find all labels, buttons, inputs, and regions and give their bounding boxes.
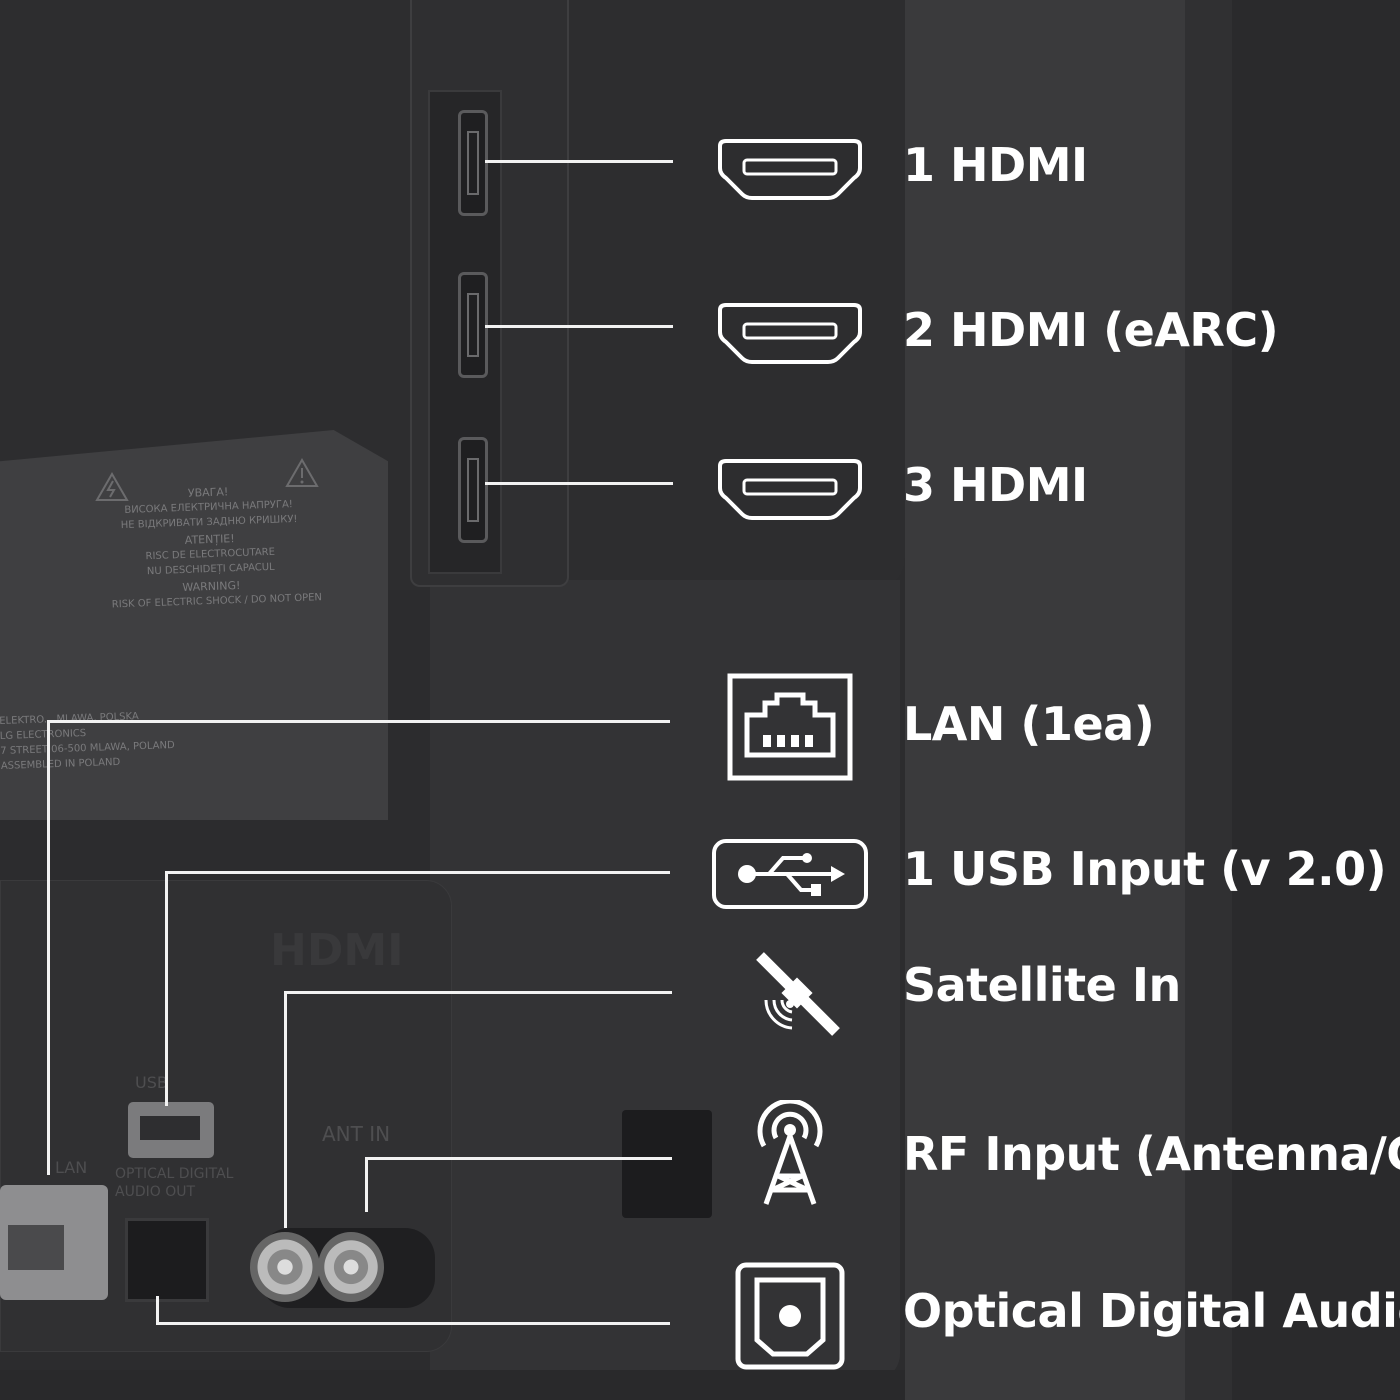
hdmi3-label: 3 HDMI [903,458,1088,512]
usb-jack [128,1102,214,1158]
usb-callout-v [165,871,168,1106]
usb-jack-opening [140,1116,200,1140]
hdmi-port-3 [458,437,488,543]
hdmi1-callout [485,160,673,163]
side-panel [905,0,1185,1400]
satellite-jack [250,1232,320,1302]
usb-silkscreen: USB [135,1073,168,1092]
antenna-tower-icon [752,1098,828,1214]
lan-jack [0,1185,108,1300]
optical-label: Optical Digital Audio O [903,1284,1400,1338]
rf-label: RF Input (Antenna/Cab [903,1127,1400,1181]
usb-callout-h [165,871,670,874]
rf-callout-h [365,1157,672,1160]
rf-jack [318,1232,384,1302]
hdmi2-label: 2 HDMI (eARC) [903,303,1279,357]
optical-silkscreen: OPTICAL DIGITAL AUDIO OUT [115,1166,234,1200]
satellite-callout-v [284,991,287,1228]
rf-callout-v [365,1157,368,1212]
bottom-edge [0,1370,905,1400]
usb-label: 1 USB Input (v 2.0) [903,842,1387,896]
ethernet-icon [727,673,853,785]
warning-electric-icon [95,471,129,506]
cable-clip-slot [622,1110,712,1218]
warning-label-plate: УВАГА! ВИСОКА ЕЛЕКТРИЧНА НАПРУГА! НЕ ВІД… [0,430,388,820]
warning-exclamation-icon [285,457,319,492]
optical-jack [125,1218,209,1302]
optical-callout-h [156,1322,670,1325]
lan-label: LAN (1ea) [903,697,1155,751]
hdmi-connector-icon [714,138,866,206]
ant-in-silkscreen: ANT IN [322,1122,391,1146]
optical-audio-icon [735,1262,845,1374]
side-panel-shadow [1232,0,1400,1400]
hdmi-connector-icon [714,458,866,526]
hdmi-port-1 [458,110,488,216]
hdmi-port-strip [428,90,502,574]
plate-warning-block: УВАГА! ВИСОКА ЕЛЕКТРИЧНА НАПРУГА! НЕ ВІД… [108,482,322,613]
lan-callout-h [47,720,670,723]
lan-jack-opening [8,1225,64,1270]
lan-callout-v [47,720,50,1175]
satellite-callout-h [284,991,672,994]
hdmi-connector-icon [714,302,866,370]
usb-icon [711,838,869,914]
optical-callout-v [156,1296,159,1325]
hdmi2-callout [485,325,673,328]
hdmi3-callout [485,482,673,485]
satellite-label: Satellite In [903,958,1181,1012]
hdmi1-label: 1 HDMI [903,138,1088,192]
hdmi-port-2 [458,272,488,378]
lan-silkscreen: LAN [55,1158,88,1177]
satellite-icon [752,948,844,1044]
hdmi-silkscreen: HDMI [270,925,404,976]
plate-address-block: ELEKTRO... MLAWA, POLSKA LG ELECTRONICS … [0,706,231,774]
